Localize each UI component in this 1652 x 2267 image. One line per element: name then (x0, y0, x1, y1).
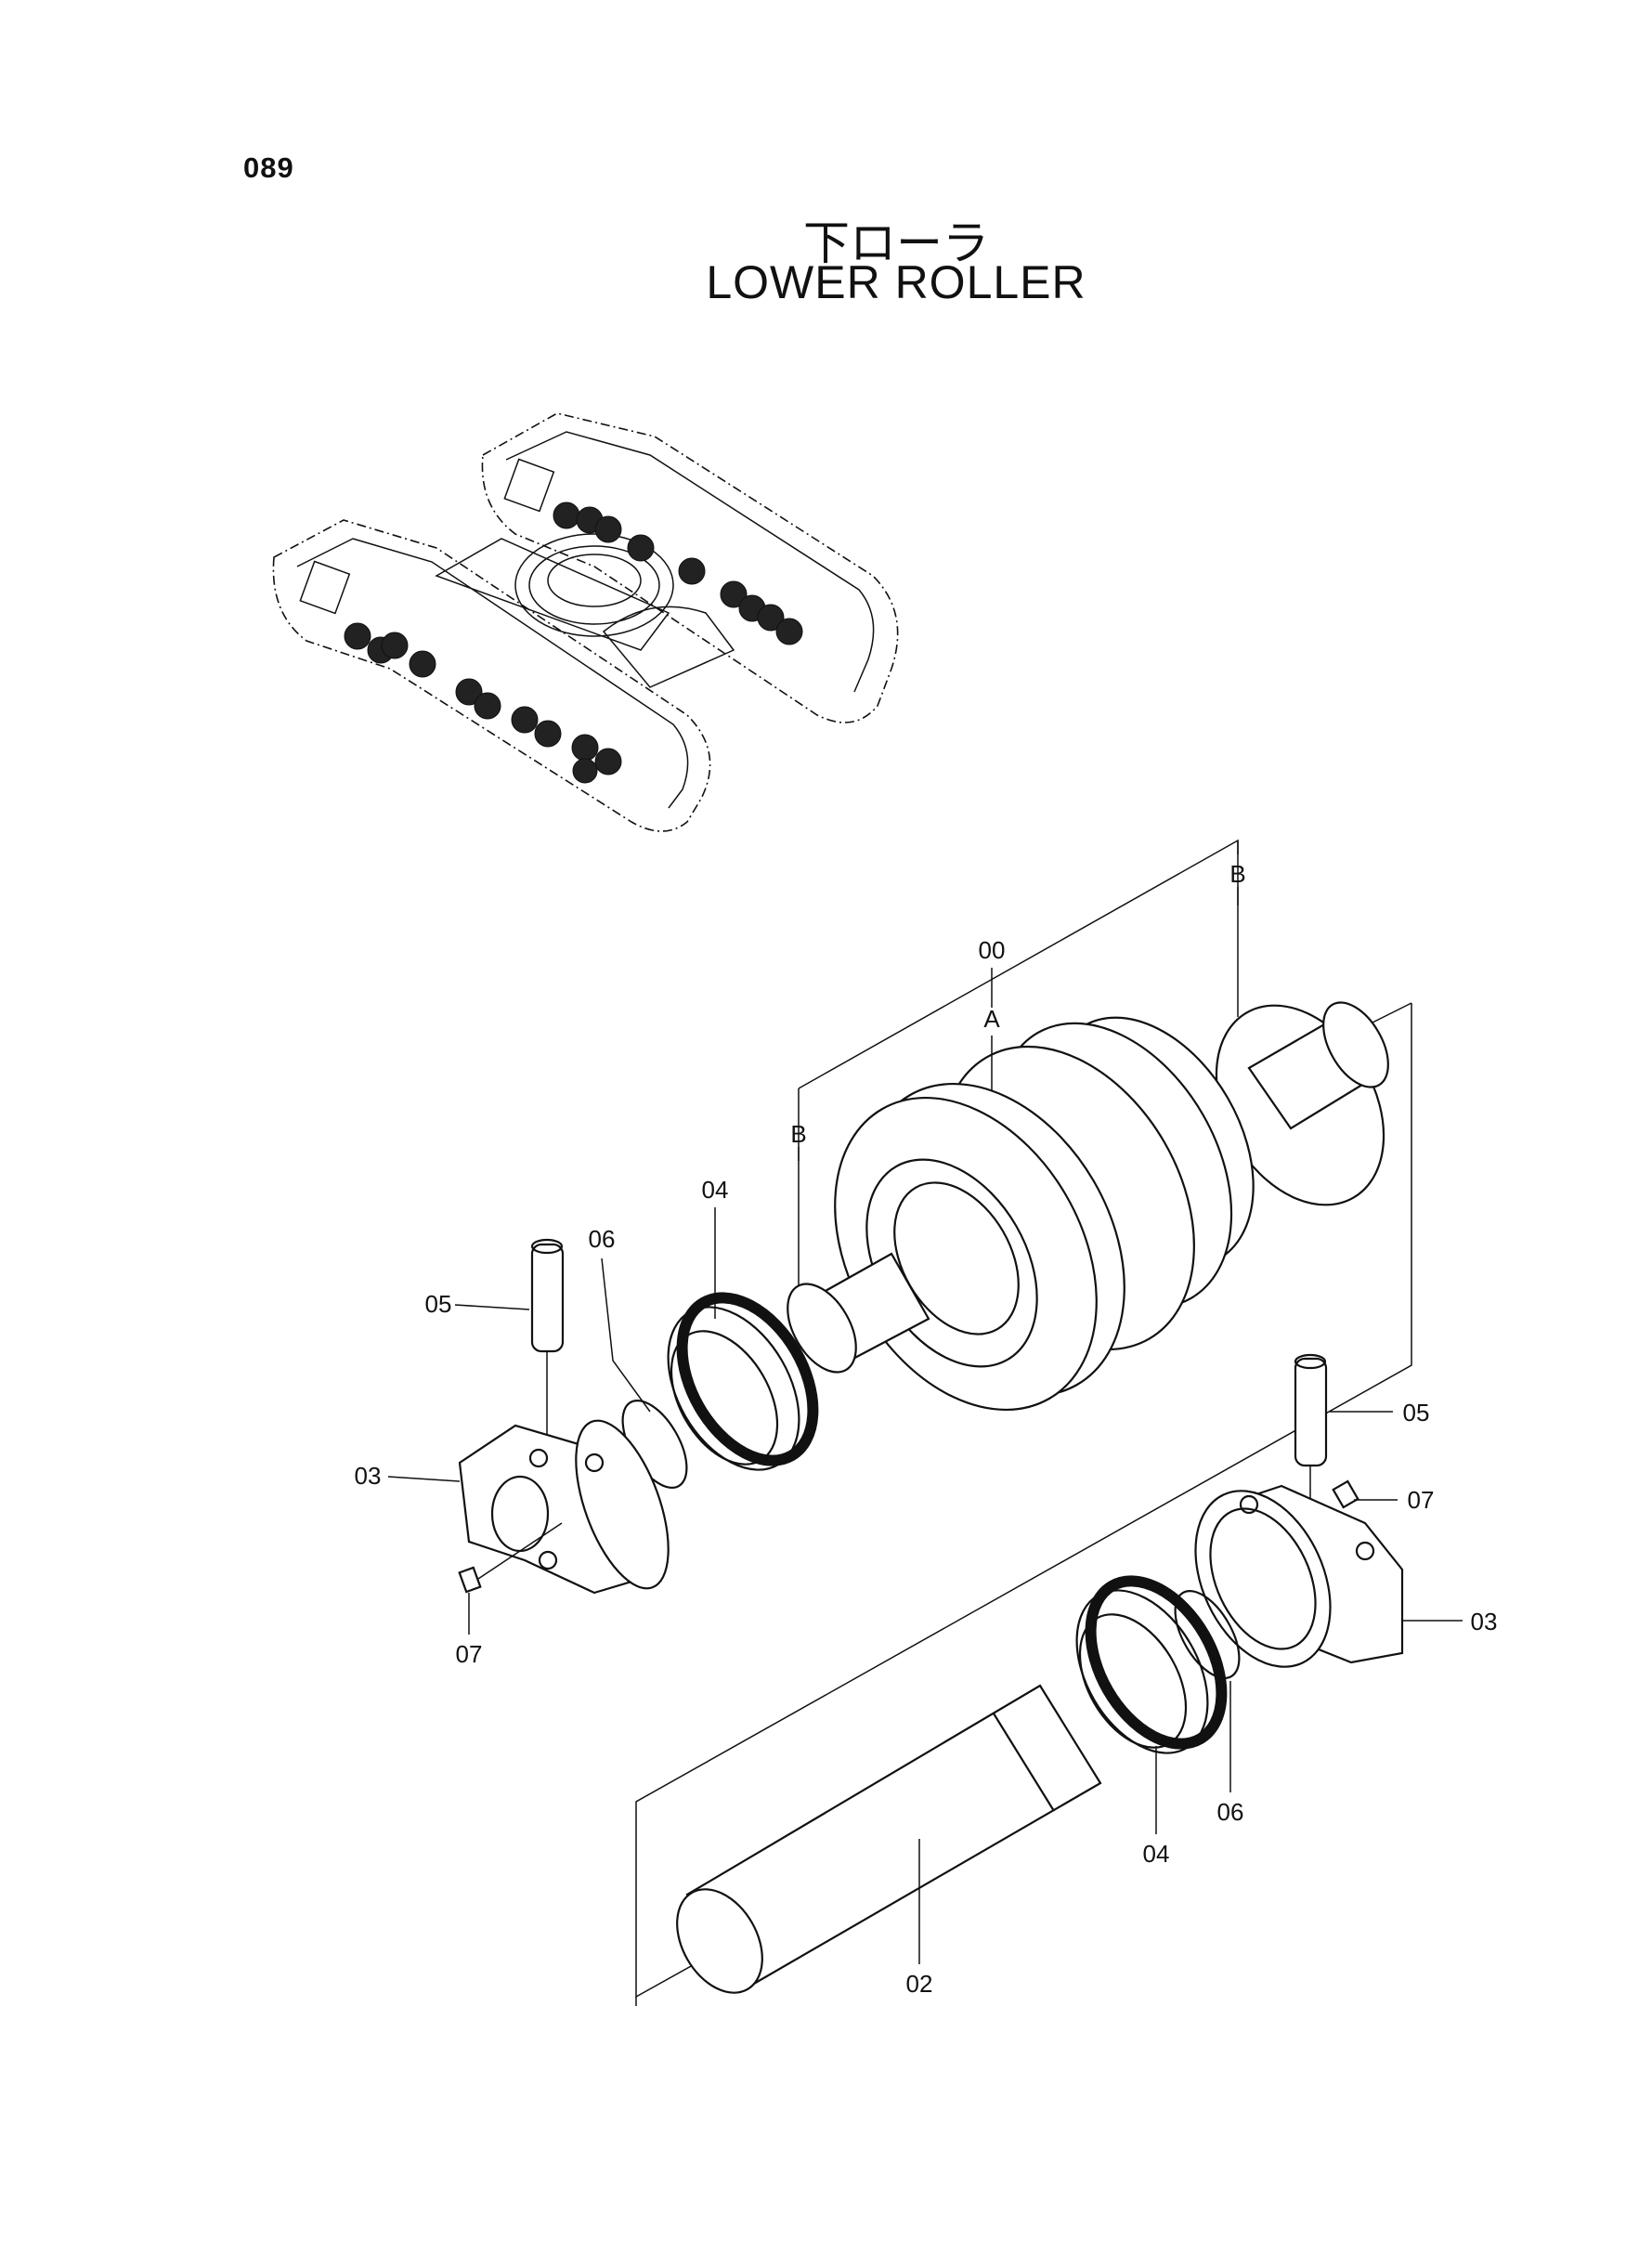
callout-06-right: 06 (1217, 1798, 1244, 1826)
left-pin (530, 1238, 565, 1449)
callout-07-right: 07 (1408, 1486, 1435, 1514)
title-japanese: 下ローラ (803, 216, 989, 270)
roller-body (787, 1001, 1389, 1412)
callout-a: A (983, 1005, 1000, 1033)
callout-b-right: B (1229, 860, 1245, 888)
left-floating-seal (621, 1292, 819, 1489)
callout-05-left: 05 (425, 1290, 452, 1318)
callout-03-left: 03 (355, 1462, 382, 1490)
left-collar (458, 1419, 670, 1595)
page-number: 089 (243, 151, 294, 184)
callout-b-left: B (790, 1120, 806, 1148)
title-english: LOWER ROLLER (706, 256, 1086, 308)
callout-07-left: 07 (456, 1640, 483, 1668)
callout-00: 00 (979, 936, 1006, 964)
right-floating-seal (1075, 1575, 1241, 1754)
callout-04-right: 04 (1143, 1840, 1170, 1868)
callout-02: 02 (906, 1970, 933, 1998)
undercarriage-overview (272, 412, 899, 832)
callout-labels: 00 A B B 04 06 05 03 07 05 07 03 06 04 0… (355, 860, 1498, 1998)
right-collar (1194, 1479, 1404, 1668)
callout-05-right: 05 (1403, 1399, 1430, 1427)
callout-03-right: 03 (1471, 1608, 1498, 1635)
callout-06-left: 06 (589, 1225, 616, 1253)
callout-04-left: 04 (702, 1176, 729, 1204)
roller-shaft (676, 1684, 1102, 1994)
leader-lines (387, 887, 1463, 1964)
